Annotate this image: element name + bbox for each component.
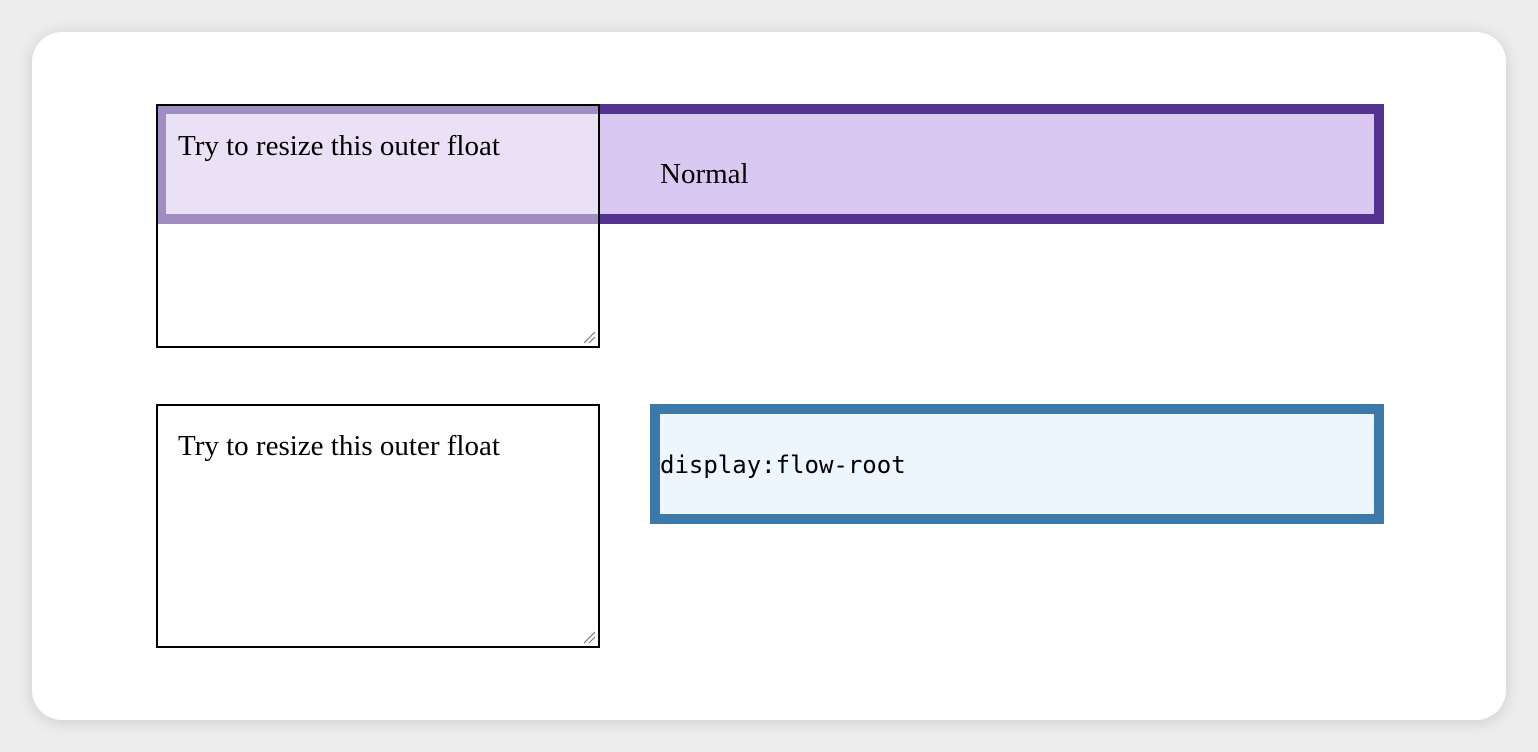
float-overlap-tint	[158, 106, 598, 224]
outer-float-label: Try to resize this outer float	[178, 130, 500, 162]
resizable-outer-float[interactable]: Try to resize this outer float	[156, 404, 600, 648]
normal-demo: Normal Try to resize this outer float	[32, 104, 1506, 348]
normal-box: Normal	[156, 104, 1384, 224]
flow-root-box: display:flow-root	[650, 404, 1384, 524]
resize-grip-icon[interactable]	[582, 330, 596, 344]
demo-card: Normal Try to resize this outer float Tr…	[32, 32, 1506, 720]
resize-grip-icon[interactable]	[582, 630, 596, 644]
flow-root-demo: Try to resize this outer float display:f…	[32, 404, 1506, 648]
flow-root-box-label: display:flow-root	[660, 451, 906, 479]
resizable-outer-float[interactable]: Try to resize this outer float	[156, 104, 600, 348]
normal-box-label: Normal	[660, 158, 749, 190]
outer-float-label: Try to resize this outer float	[178, 430, 500, 462]
